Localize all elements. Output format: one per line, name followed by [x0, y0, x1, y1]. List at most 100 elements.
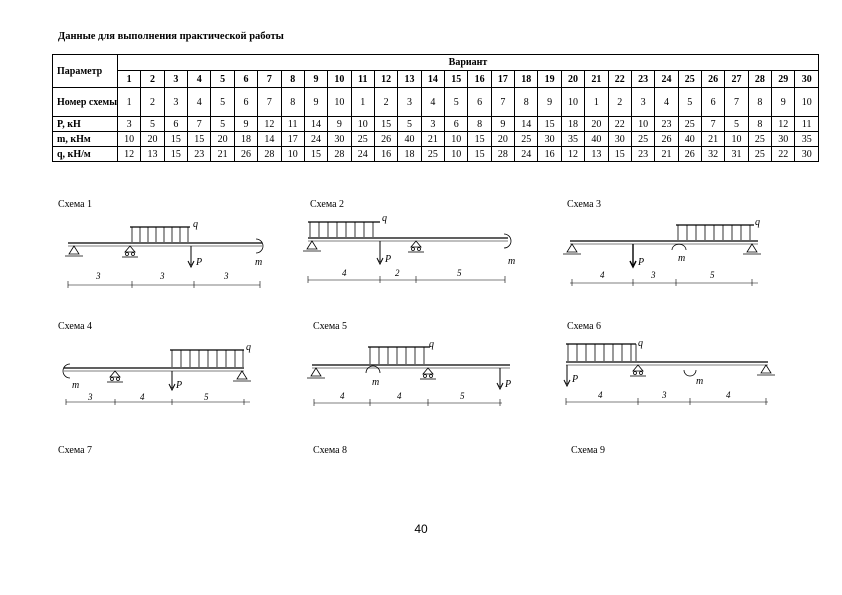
variant-col-header: 18 [514, 70, 539, 88]
table-cell: 20 [490, 131, 516, 147]
variant-col-header: 13 [397, 70, 422, 88]
table-cell: 15 [187, 131, 212, 147]
scheme-6-label: Схема 6 [567, 321, 602, 332]
table-cell: 40 [677, 131, 702, 147]
table-cell: 25 [630, 131, 656, 147]
variant-col-header: 12 [373, 70, 399, 88]
table-cell: 8 [747, 87, 773, 117]
table-cell: 30 [607, 131, 632, 147]
table-cell: 11 [280, 116, 305, 132]
row-label: Номер схемы [52, 87, 118, 117]
variant-col-header: 16 [467, 70, 492, 88]
table-cell: 9 [327, 116, 352, 132]
span-3: 5 [710, 270, 715, 280]
table-cell: 24 [350, 146, 375, 162]
scheme-6-diagram: q P m 4 3 4 [563, 338, 775, 405]
table-cell: 5 [210, 116, 235, 132]
table-cell: 35 [794, 131, 819, 147]
table-cell: 20 [584, 116, 609, 132]
roller-support [107, 370, 123, 383]
table-cell: 28 [327, 146, 352, 162]
span-2: 2 [395, 268, 400, 278]
scheme-3-label: Схема 3 [567, 199, 602, 210]
table-cell: 17 [280, 131, 305, 147]
table-cell: 12 [257, 116, 282, 132]
table-cell: 20 [210, 131, 235, 147]
table-cell: 22 [771, 146, 796, 162]
table-cell: 35 [560, 131, 586, 147]
span-3: 4 [726, 390, 731, 400]
table-cell: 40 [397, 131, 422, 147]
span-3: 5 [204, 392, 209, 402]
p-label: P [637, 257, 644, 268]
table-cell: 31 [724, 146, 749, 162]
scheme-5-label: Схема 5 [313, 321, 348, 332]
table-cell: 6 [444, 116, 469, 132]
table-cell: 21 [420, 131, 446, 147]
m-label: m [372, 377, 379, 388]
variant-col-header: 10 [327, 70, 352, 88]
span-1: 4 [600, 270, 605, 280]
variant-col-header: 7 [257, 70, 282, 88]
table-cell: 25 [747, 146, 773, 162]
table-cell: 12 [771, 116, 796, 132]
table-cell: 1 [584, 87, 609, 117]
table-cell: 1 [116, 87, 142, 117]
pin-support [307, 367, 325, 379]
table-cell: 10 [350, 116, 375, 132]
table-cell: 2 [607, 87, 632, 117]
table-cell: 15 [163, 146, 189, 162]
page-number: 40 [414, 522, 428, 536]
variant-col-header: 30 [794, 70, 819, 88]
table-cell: 8 [514, 87, 539, 117]
table-cell: 7 [187, 116, 212, 132]
table-cell: 2 [373, 87, 399, 117]
table-cell: 14 [514, 116, 539, 132]
table-cell: 6 [700, 87, 726, 117]
distributed-load [130, 226, 190, 242]
span-3: 5 [457, 268, 462, 278]
table-cell: 40 [584, 131, 609, 147]
scheme-5-diagram: q m P 4 4 5 [307, 339, 511, 406]
table-cell: 6 [233, 87, 259, 117]
table-cell: 12 [560, 146, 586, 162]
span-1: 3 [95, 271, 101, 281]
table-cell: 10 [630, 116, 656, 132]
variant-col-header: 2 [140, 70, 165, 88]
pin-support [233, 370, 251, 382]
table-cell: 30 [794, 146, 819, 162]
table-cell: 28 [257, 146, 282, 162]
table-cell: 4 [654, 87, 679, 117]
table-cell: 25 [350, 131, 375, 147]
variant-col-header: 3 [163, 70, 189, 88]
table-cell: 5 [724, 116, 749, 132]
variant-col-header: 26 [700, 70, 726, 88]
variant-col-header: 4 [187, 70, 212, 88]
table-cell: 30 [771, 131, 796, 147]
table-cell: 25 [514, 131, 539, 147]
table-cell: 26 [373, 131, 399, 147]
table-cell: 21 [654, 146, 679, 162]
table-cell: 20 [140, 131, 165, 147]
point-load-arrow [376, 241, 384, 266]
table-cell: 13 [140, 146, 165, 162]
point-load-arrow [168, 371, 176, 392]
p-label: P [571, 374, 578, 385]
table-cell: 15 [537, 116, 562, 132]
span-2: 4 [397, 391, 402, 401]
q-label: q [638, 338, 643, 349]
p-label: P [384, 254, 391, 265]
table-cell: 24 [514, 146, 539, 162]
distributed-load [566, 343, 637, 361]
table-cell: 10 [280, 146, 305, 162]
table-cell: 6 [467, 87, 492, 117]
table-cell: 3 [630, 87, 656, 117]
table-cell: 25 [677, 116, 702, 132]
variant-col-header: 25 [677, 70, 702, 88]
pin-support [757, 364, 775, 376]
moment-arc [255, 238, 264, 254]
point-load-arrow [187, 246, 195, 269]
table-cell: 9 [490, 116, 516, 132]
